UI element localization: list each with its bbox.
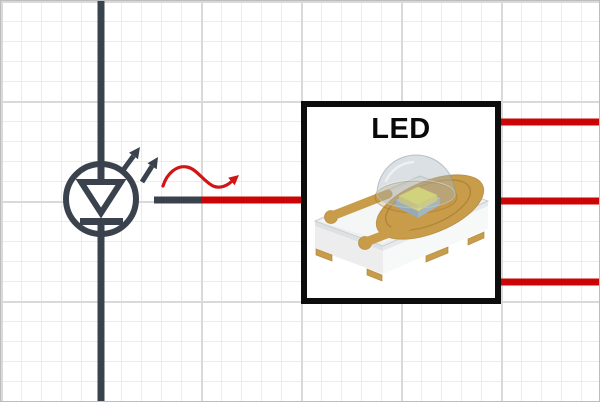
led-label: LED: [371, 113, 431, 145]
slab-side-left: [315, 226, 383, 274]
led-photo-illustration: [313, 154, 490, 282]
die-side-left: [399, 196, 418, 211]
die-pedestal-right: [418, 198, 440, 218]
led-label-box[interactable]: LED: [301, 101, 501, 304]
die-side-right: [418, 195, 437, 211]
gold-trace-lower: [361, 215, 428, 247]
emission-arrows-icon: [118, 147, 158, 184]
dome-top-highlight: [384, 160, 415, 183]
gold-foot: [315, 248, 333, 262]
gold-foot: [467, 231, 485, 246]
gold-foot: [425, 246, 449, 263]
led-symbol-triangle: [75, 179, 127, 219]
gold-foot: [366, 268, 383, 282]
slab-side-right: [383, 206, 488, 274]
dome-lens: [376, 154, 456, 209]
gold-ring: [384, 179, 472, 231]
dome-base-highlight: [376, 179, 456, 209]
red-squiggle-arrow-icon: [161, 165, 239, 189]
die-top: [398, 186, 438, 206]
die-pedestal-left: [396, 200, 418, 218]
led-symbol[interactable]: [63, 1, 158, 402]
